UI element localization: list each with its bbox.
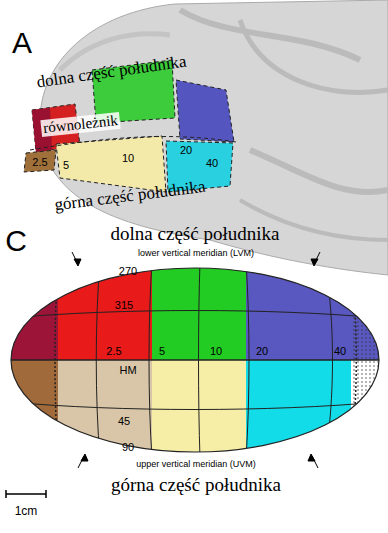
eccentricity-number: 5 (159, 345, 165, 357)
eccentricity-number: 10 (210, 345, 222, 357)
brain-illustration (24, 0, 388, 275)
meridian-label: dolna część południka (111, 224, 280, 245)
eccentricity-number: 40 (334, 345, 346, 357)
polar-angle: 45 (118, 415, 130, 427)
eccentricity-number: 20 (256, 345, 268, 357)
horizontal-meridian: HM (119, 364, 136, 376)
marker-arrows (72, 252, 320, 468)
eccentricity-number: 2.5 (106, 345, 121, 357)
meridian-label: górna część południka (111, 475, 281, 496)
panel-letter: C (5, 224, 27, 257)
eccentricity-number: 10 (122, 152, 134, 164)
polar-angle: 315 (115, 299, 133, 311)
visual-field-map (0, 260, 388, 460)
polar-angle: 270 (119, 265, 137, 277)
polar-angle: 90 (122, 441, 134, 453)
scale-bar (6, 490, 46, 498)
scale-label: 1cm (15, 505, 38, 518)
eccentricity-number: 5 (63, 159, 69, 171)
eccentricity-number: 20 (180, 144, 192, 156)
panel-letter: A (12, 26, 32, 59)
meridian-label: upper vertical meridian (UVM) (136, 460, 256, 470)
meridian-label: lower vertical meridian (LVM) (138, 249, 254, 259)
eccentricity-number: 40 (206, 157, 218, 169)
eccentricity-number: 2.5 (32, 156, 47, 168)
